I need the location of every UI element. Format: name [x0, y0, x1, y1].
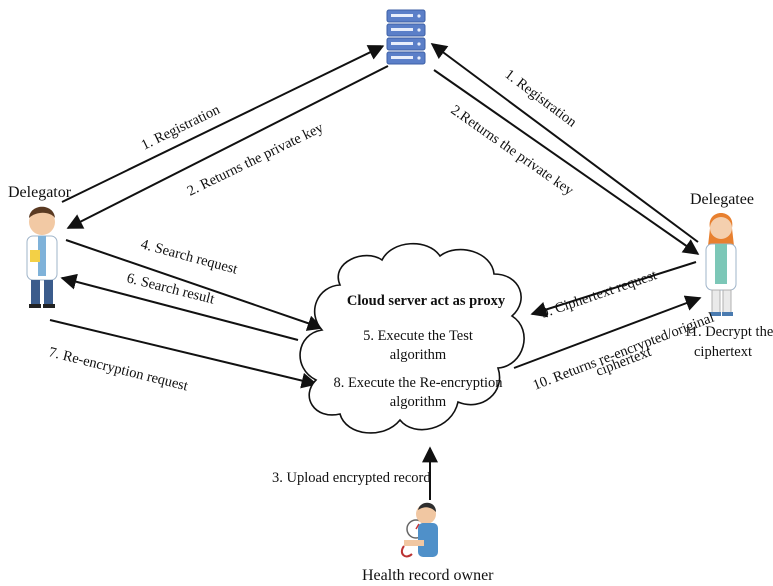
- label-search-request: 4. Search request: [139, 236, 239, 277]
- patient-icon: [400, 502, 438, 558]
- label-decrypt: 11. Decrypt the: [684, 324, 773, 340]
- arrow-private-key-right: [433, 69, 700, 255]
- step8-text-line2: algorithm: [390, 394, 447, 410]
- server-rack-icon: [386, 9, 426, 65]
- label-reencryption-request: 7. Re-encryption request: [47, 344, 190, 394]
- arrow-ciphertext-request: [530, 261, 697, 318]
- label-decrypt-line2: ciphertext: [694, 344, 752, 360]
- male-doctor-icon: [26, 206, 58, 308]
- arrow-returns-ciphertext: [513, 295, 702, 369]
- arrow-search-request: [65, 239, 324, 331]
- label-registration-left: 1. Registration: [139, 101, 223, 153]
- label-registration-right: 1. Registration: [502, 66, 580, 131]
- cloud-icon: [299, 242, 525, 434]
- arrow-reencryption-request: [49, 319, 318, 389]
- label-ciphertext-request: 9. Ciphertext request: [539, 267, 659, 322]
- cloud-title: Cloud server act as proxy: [347, 293, 506, 309]
- arrow-registration-right: [430, 43, 699, 243]
- delegator-label: Delegator: [8, 184, 72, 201]
- label-upload-record: 3. Upload encrypted record: [272, 470, 431, 486]
- step8-text: 8. Execute the Re-encryption: [333, 375, 503, 391]
- step5-text-line2: algorithm: [390, 347, 447, 363]
- female-doctor-icon: [705, 213, 737, 316]
- arrow-search-result: [60, 273, 299, 341]
- arrow-private-key-left: [66, 65, 389, 229]
- arrow-registration-left: [61, 45, 385, 203]
- owner-label: Health record owner: [362, 567, 494, 584]
- delegatee-label: Delegatee: [690, 191, 754, 208]
- step5-text: 5. Execute the Test: [363, 328, 473, 344]
